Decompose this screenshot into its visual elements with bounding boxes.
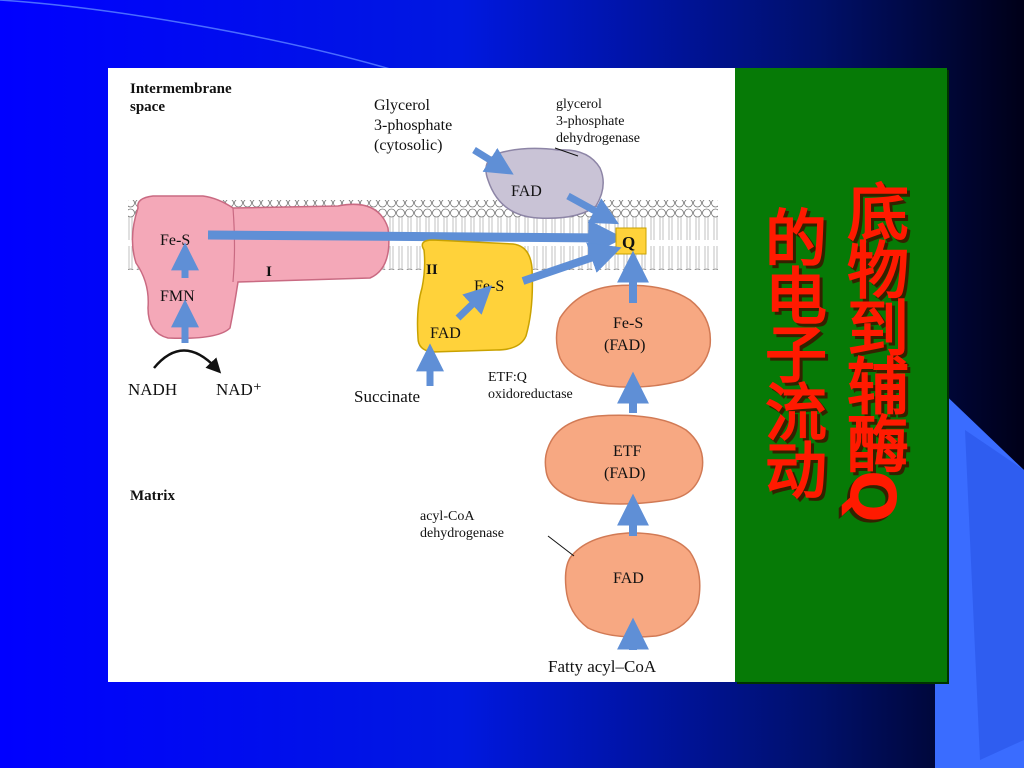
glycerol-enzyme-line1: glycerol xyxy=(556,97,602,112)
etfqo-name-line1: ETF:Q xyxy=(488,370,527,385)
intermembrane-label-line1: Intermembrane xyxy=(130,81,232,97)
etfqo-fad: (FAD) xyxy=(604,337,645,354)
etf xyxy=(544,414,704,505)
glycerol-substrate: Glycerol 3-phosphate (cytosolic) xyxy=(374,97,456,154)
complex-II-fad: FAD xyxy=(430,325,461,342)
nad-label: NAD⁺ xyxy=(216,380,262,399)
complex-II-fes: Fe-S xyxy=(474,278,504,295)
acyl-dh-name-line2: dehydrogenase xyxy=(420,526,504,541)
intermembrane-label: Intermembrane space xyxy=(130,81,235,115)
glycerol-enzyme-line2: 3-phosphate xyxy=(556,114,624,129)
glycerol-substrate-line2: 3-phosphate xyxy=(374,117,452,134)
etfqo-fes: Fe-S xyxy=(613,315,643,332)
swoosh-curve xyxy=(0,0,421,79)
complex-I xyxy=(131,195,390,340)
acyl-dh-leader xyxy=(547,535,575,557)
title-column-1: 底物到辅酶Q xyxy=(836,180,909,519)
acyl-dh-name: acyl-CoA dehydrogenase xyxy=(420,509,504,541)
etfqo-name: ETF:Q oxidoreductase xyxy=(488,370,573,402)
complex-I-fes: Fe-S xyxy=(160,232,190,249)
arrow-complex-I-to-Q xyxy=(207,219,625,256)
matrix-label: Matrix xyxy=(130,488,175,504)
complex-I-label: I xyxy=(266,264,272,280)
complex-I-fmn: FMN xyxy=(160,288,195,305)
complex-II-label: II xyxy=(426,262,438,278)
title-panel: 底物到辅酶Q 的电子流动 xyxy=(735,68,947,682)
glycerol-substrate-line1: Glycerol xyxy=(374,97,431,114)
diagram-panel: Intermembrane space Matrix I Fe-S FMN NA… xyxy=(108,68,735,682)
arrow-gpdh-to-Q xyxy=(566,192,620,225)
intermembrane-label-line2: space xyxy=(130,99,165,115)
title-column-2: 的电子流动 xyxy=(754,206,827,496)
etfqo-name-line2: oxidoreductase xyxy=(488,387,573,402)
ubiquinone-label: Q xyxy=(622,233,635,252)
etf-fad: (FAD) xyxy=(604,465,645,482)
acyl-dh-fad: FAD xyxy=(613,570,644,587)
arrow-complex-II-to-Q xyxy=(521,242,622,285)
arrow-glycerol-to-enzyme xyxy=(472,147,514,175)
glycerol-enzyme-leader xyxy=(554,147,579,157)
succinate-label: Succinate xyxy=(354,387,420,406)
nadh-label: NADH xyxy=(128,380,177,399)
glycerol-enzyme-name: glycerol 3-phosphate dehydrogenase xyxy=(556,97,640,146)
nadh-oxidation-arrow xyxy=(153,349,222,374)
glycerol-enzyme-line3: dehydrogenase xyxy=(556,131,640,146)
acyl-dh-name-line1: acyl-CoA xyxy=(420,509,475,524)
corner-shape-inner xyxy=(965,430,1024,760)
etf-q-oxidoreductase xyxy=(555,284,712,388)
glycerol-substrate-line3: (cytosolic) xyxy=(374,137,442,154)
fatty-acyl-coa-label: Fatty acyl–CoA xyxy=(548,657,657,676)
arrow-fad-to-fes xyxy=(455,285,493,321)
complex-I-divider xyxy=(232,207,236,283)
glycerol-dh-fad: FAD xyxy=(511,183,542,200)
etf-label: ETF xyxy=(613,443,642,460)
electron-flow-diagram: Intermembrane space Matrix I Fe-S FMN NA… xyxy=(128,81,718,676)
